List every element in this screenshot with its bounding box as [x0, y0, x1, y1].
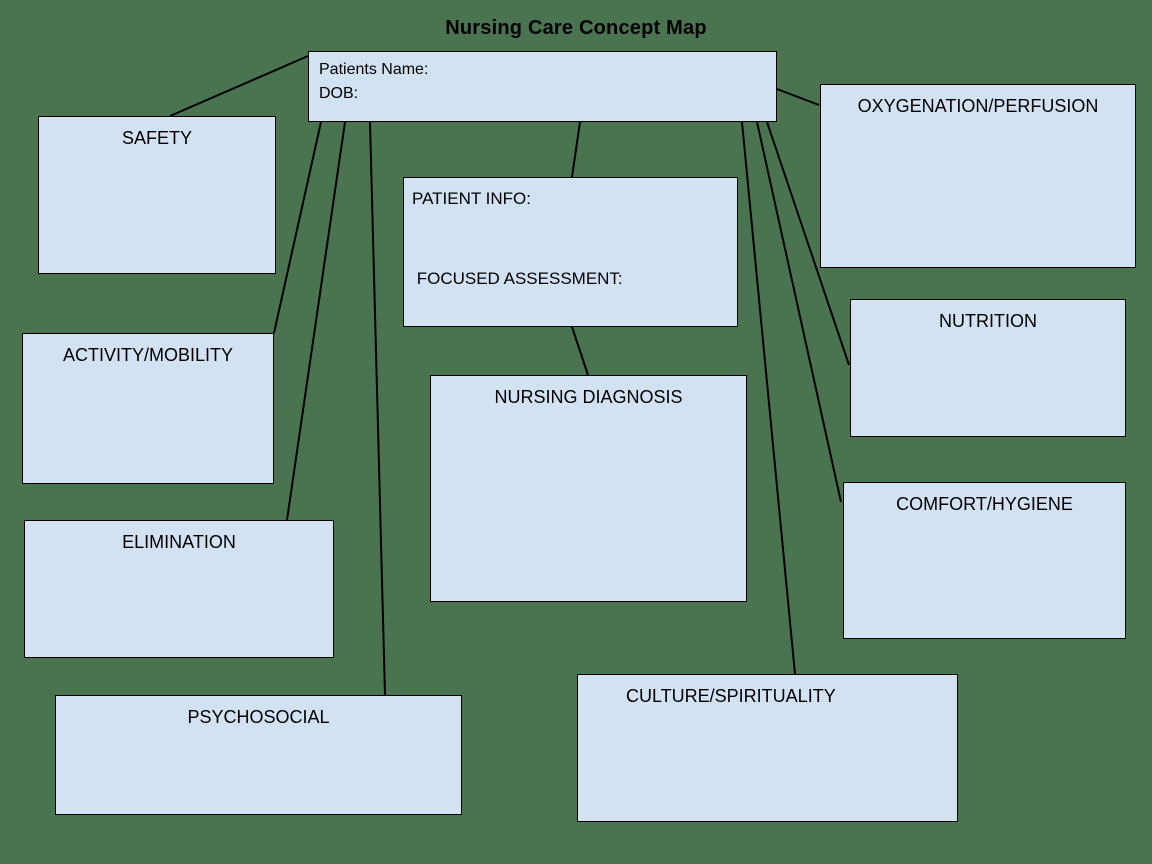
nursing-diagnosis-label: NURSING DIAGNOSIS: [494, 387, 683, 407]
connector-patientinfo-nursing: [571, 326, 589, 376]
node-elimination[interactable]: ELIMINATION: [24, 520, 334, 658]
oxygenation-perfusion-label: OXYGENATION/PERFUSION: [857, 96, 1099, 116]
connector-patients-patientinfo: [571, 121, 581, 178]
patients-name-label: Patients Name:: [319, 61, 429, 78]
connector-patients-psychosocial: [369, 121, 386, 696]
connector-patients-oxygenation: [776, 88, 820, 106]
page-title: Nursing Care Concept Map: [445, 17, 707, 39]
node-patient-info[interactable]: PATIENT INFO: FOCUSED ASSESSMENT:: [403, 177, 738, 327]
connector-patients-elimination: [286, 121, 346, 521]
connector-patients-safety: [169, 55, 309, 117]
connector-patients-culture: [741, 121, 796, 675]
culture-spirituality-label: CULTURE/SPIRITUALITY: [626, 686, 836, 706]
connector-patients-nutrition: [766, 121, 850, 366]
connector-patients-comfort: [756, 121, 842, 503]
node-psychosocial[interactable]: PSYCHOSOCIAL: [55, 695, 462, 815]
psychosocial-label: PSYCHOSOCIAL: [187, 707, 330, 727]
node-nutrition[interactable]: NUTRITION: [850, 299, 1126, 437]
node-comfort-hygiene[interactable]: COMFORT/HYGIENE: [843, 482, 1126, 639]
activity-mobility-label: ACTIVITY/MOBILITY: [62, 345, 234, 365]
dob-label: DOB:: [319, 85, 359, 102]
elimination-label: ELIMINATION: [122, 532, 236, 552]
connector-patients-activity: [273, 121, 322, 334]
focused-assessment-label: FOCUSED ASSESSMENT:: [412, 269, 623, 288]
nutrition-label: NUTRITION: [939, 311, 1037, 331]
node-culture-spirituality[interactable]: CULTURE/SPIRITUALITY: [577, 674, 958, 822]
node-safety[interactable]: SAFETY: [38, 116, 276, 274]
node-patient-name[interactable]: Patients Name: DOB:: [308, 51, 777, 122]
patient-info-label: PATIENT INFO:: [412, 189, 532, 208]
safety-label: SAFETY: [121, 128, 192, 148]
node-activity-mobility[interactable]: ACTIVITY/MOBILITY: [22, 333, 274, 484]
node-oxygenation-perfusion[interactable]: OXYGENATION/PERFUSION: [820, 84, 1136, 268]
comfort-hygiene-label: COMFORT/HYGIENE: [896, 494, 1073, 514]
node-nursing-diagnosis[interactable]: NURSING DIAGNOSIS: [430, 375, 747, 602]
